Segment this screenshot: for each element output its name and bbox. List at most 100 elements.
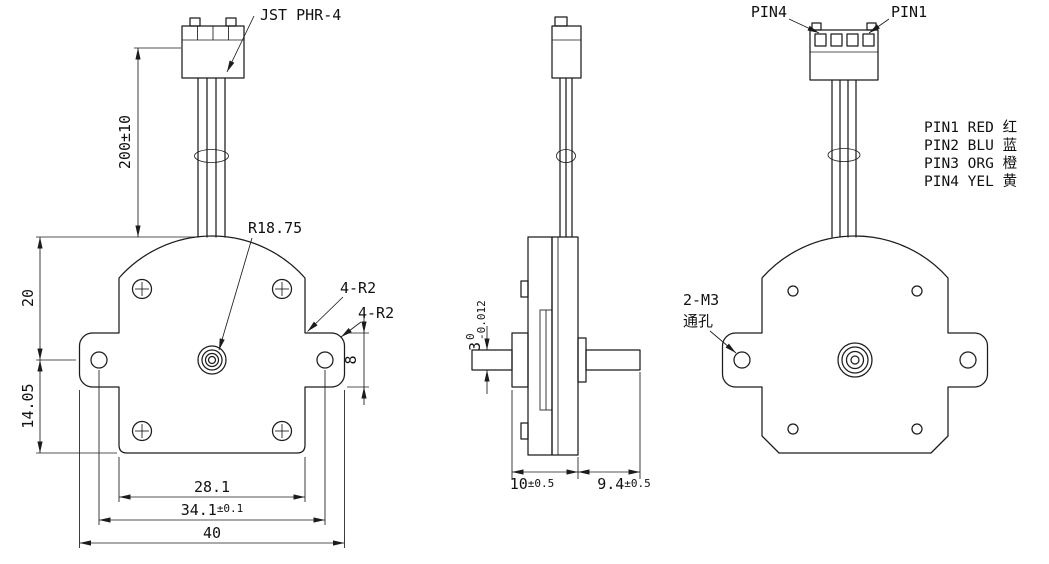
screw-head-profile: [520, 280, 529, 298]
screw-head-profile: [520, 422, 529, 440]
shaft-circle: [207, 355, 217, 365]
screw-top-right: [271, 278, 293, 300]
pin-color-row-2: PIN2 BLU 蓝: [924, 137, 1017, 154]
pin-color-row-3: PIN3 ORG 橙: [924, 155, 1018, 172]
radius-callout-text: R18.75: [248, 219, 302, 237]
pin1-leader-line: [868, 18, 890, 34]
shaft-hub-back: [837, 342, 873, 378]
thickness-value: 10: [510, 475, 528, 493]
shaft-dia-tol-upper-text: 0: [464, 333, 477, 340]
connector-leader-line: [226, 15, 255, 73]
cable-length-dim-text: 200±10: [116, 115, 134, 169]
connector-pin-window: [846, 33, 859, 47]
pilot-boss-profile: [511, 332, 529, 388]
connector-front: [181, 17, 245, 79]
mount-ear-hole-right-back: [959, 351, 977, 369]
leader-line: [709, 330, 737, 354]
leader-line: [340, 321, 362, 338]
lower-height-dim-text: 14.05: [19, 383, 37, 428]
wire-band: [827, 148, 861, 162]
back-view: [721, 22, 989, 454]
side-view-annotations: 3 0 -0.012 10±0.5 9.4±0.5: [464, 300, 651, 493]
shaft-length-dim-text: 9.4±0.5: [597, 475, 651, 493]
hub-circle-inner: [204, 352, 220, 368]
hole-span-dim-text: 34.1±0.1: [181, 501, 244, 519]
hub-circle-mid: [841, 346, 869, 374]
lead-wires-front: [194, 77, 229, 238]
connector-latch-side: [554, 16, 568, 27]
screw-head: [131, 278, 153, 300]
wire-band: [556, 149, 576, 163]
callout-mounting-holes: 2-M3 通孔: [683, 291, 737, 354]
hole-span-tol-text: ±0.1: [217, 502, 244, 515]
shaft-front-profile: [471, 349, 513, 371]
hole-callout-line1: 2-M3: [683, 291, 719, 309]
connector-housing-back: [809, 29, 879, 81]
leader-line: [218, 237, 253, 351]
side-view: [471, 16, 641, 456]
front-view: [78, 17, 346, 454]
screw-bottom-left: [131, 420, 153, 442]
corner-hole: [787, 423, 799, 435]
shaft-hub-front: [197, 345, 227, 375]
lead-wires-side: [556, 77, 576, 238]
motor-body-outline: [78, 235, 346, 454]
dim-widths: 28.1 34.1±0.1 40: [79, 370, 345, 548]
shaft-length-value: 9.4: [597, 475, 624, 493]
dim-body-thickness: 10±0.5: [510, 390, 579, 493]
connector-housing-side: [551, 25, 582, 79]
hub-circle-outer: [837, 342, 873, 378]
pin-color-row-4: PIN4 YEL 黄: [924, 173, 1017, 190]
callout-radius: R18.75: [218, 219, 302, 351]
pin4-leader-line: [788, 18, 820, 34]
mount-ear-hole-left-back: [733, 351, 751, 369]
connector-latch-tab: [225, 17, 237, 27]
callout-fillet-b: 4-R2: [340, 304, 394, 338]
dim-heights: 20 14.05: [19, 237, 117, 454]
shaft-dia-dim-text: 3: [466, 342, 484, 351]
hub-circle-inner: [845, 350, 865, 370]
back-view-annotations: PIN4 PIN1 2-M3 通孔 PIN1 RED 红 PIN2 BLU 蓝 …: [683, 3, 1018, 354]
connector-type-label: JST PHR-4: [260, 6, 341, 24]
fillet-callout-a-text: 4-R2: [340, 279, 376, 297]
mount-ear-hole-left: [90, 351, 108, 369]
fillet-callout-b-text: 4-R2: [358, 304, 394, 322]
front-view-annotations: JST PHR-4 200±10 20 14.05: [19, 6, 394, 548]
mount-ear-hole-right: [316, 351, 334, 369]
hub-circle-mid: [201, 349, 223, 371]
screw-top-left: [131, 278, 153, 300]
connector-pin-window: [862, 33, 875, 47]
leader-line: [307, 296, 344, 332]
dim-cable-length: 200±10: [36, 47, 196, 238]
pin4-label: PIN4: [751, 3, 787, 21]
hub-circle-outer: [197, 345, 227, 375]
thickness-tol-text: ±0.5: [528, 477, 555, 490]
corner-hole: [787, 285, 799, 297]
connector-side: [551, 16, 582, 79]
pin1-label: PIN1: [891, 3, 927, 21]
lead-wires-back: [827, 79, 861, 238]
overall-width-dim-text: 40: [203, 524, 221, 542]
corner-hole: [911, 285, 923, 297]
shaft-length-tol-text: ±0.5: [624, 477, 651, 490]
hole-callout-line2: 通孔: [683, 312, 713, 330]
shaft-rear-profile: [585, 349, 641, 371]
ear-height-dim-text: 8: [342, 355, 360, 364]
pin-color-row-1: PIN1 RED 红: [924, 119, 1017, 136]
screw-head: [271, 278, 293, 300]
shaft-circle: [850, 355, 860, 365]
motor-body-outline-back: [721, 235, 989, 454]
shaft-hub-profile: [577, 337, 587, 383]
pin-color-legend: PIN1 RED 红 PIN2 BLU 蓝 PIN3 ORG 橙 PIN4 YE…: [924, 119, 1018, 190]
connector-back: [809, 22, 879, 81]
dim-shaft-diameter: 3 0 -0.012: [464, 300, 490, 394]
connector-latch-tab: [811, 22, 822, 31]
callout-fillet-a: 4-R2: [307, 279, 376, 332]
thickness-dim-text: 10±0.5: [510, 475, 555, 493]
connector-latch-tab: [189, 17, 201, 27]
motor-can-profile: [551, 236, 579, 456]
dim-ear-height: 8: [342, 315, 369, 405]
hole-span-value: 34.1: [181, 501, 217, 519]
